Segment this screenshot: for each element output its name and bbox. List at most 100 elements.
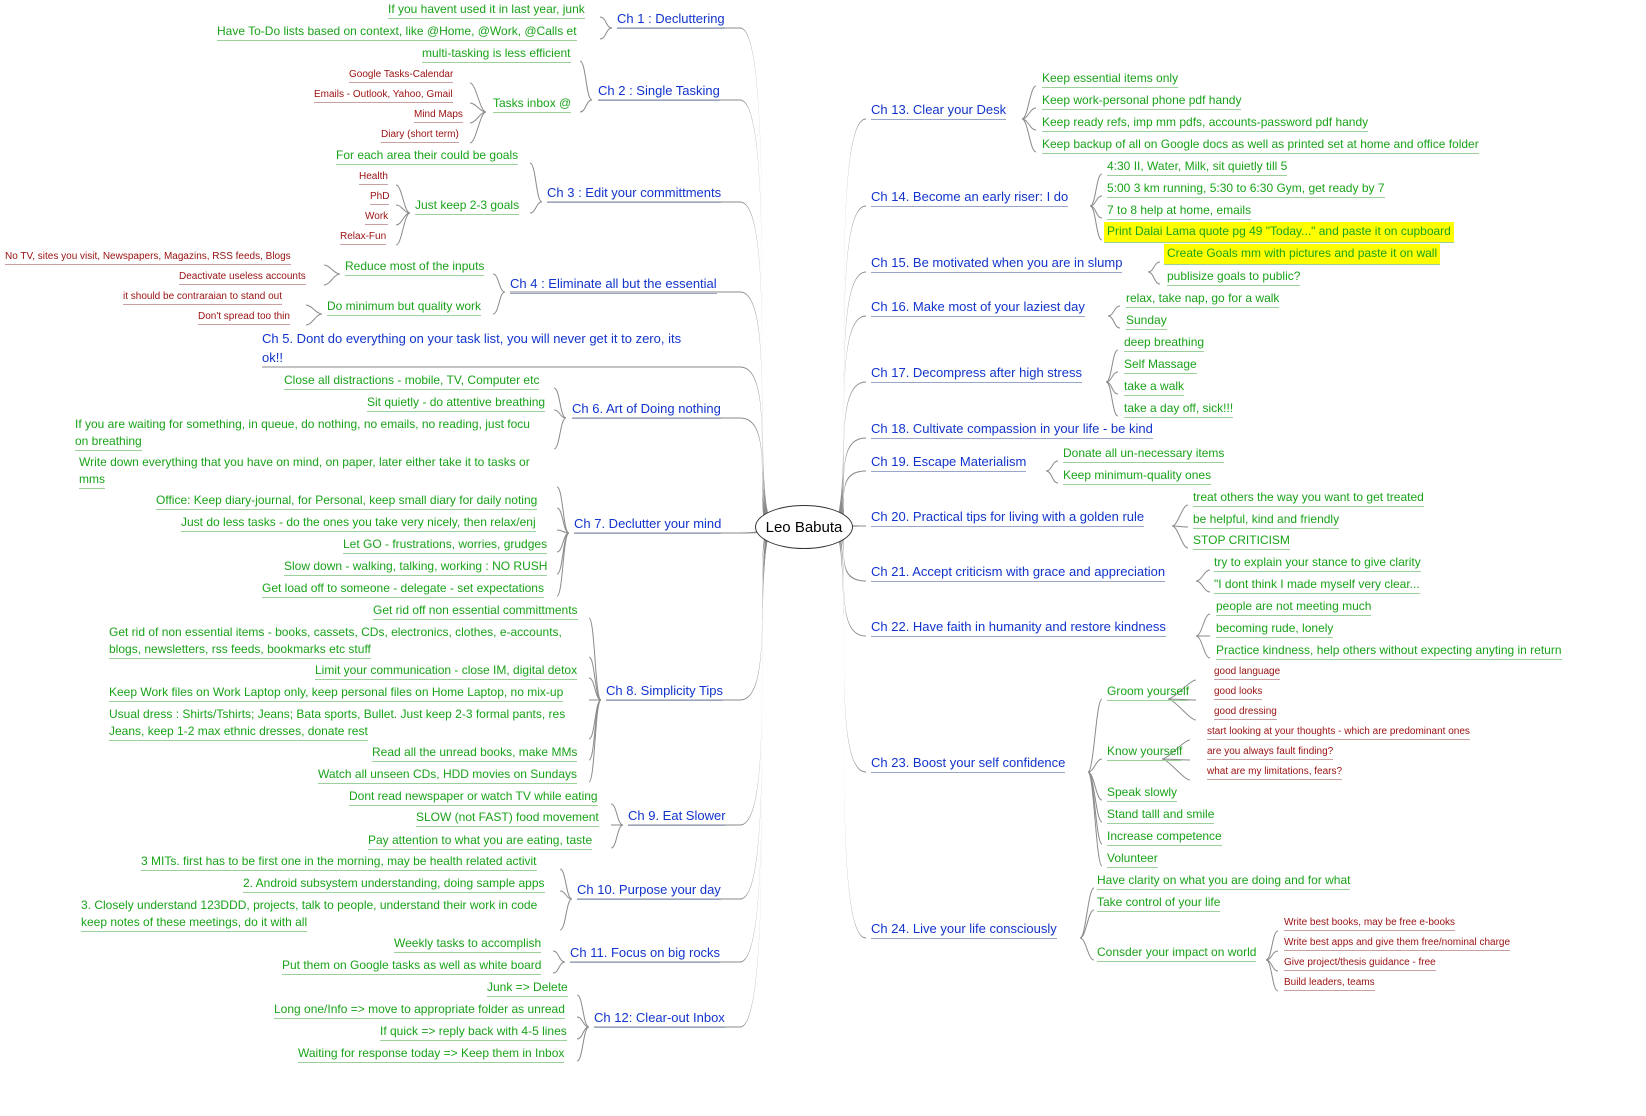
ch14-item-running[interactable]: 5:00 3 km running, 5:30 to 6:30 Gym, get… (1107, 181, 1385, 198)
ch24-leaf-apps[interactable]: Write best apps and give them free/nomin… (1284, 937, 1511, 951)
chapter-9[interactable]: Ch 9. Eat Slower (628, 808, 726, 826)
ch23-item-groom[interactable]: Groom yourself (1107, 684, 1190, 701)
ch6-item-waiting-line1[interactable]: If you are waiting for something, in que… (75, 417, 530, 431)
central-node[interactable]: Leo Babuta (755, 505, 853, 549)
ch2-item-multitasking[interactable]: multi-tasking is less efficient (422, 46, 571, 63)
ch3-leaf-phd[interactable]: PhD (370, 191, 390, 205)
ch7-item-delegate[interactable]: Get load off to someone - delegate - set… (262, 581, 544, 598)
ch13-item-phone-pdf[interactable]: Keep work-personal phone pdf handy (1042, 93, 1242, 110)
ch3-leaf-work[interactable]: Work (365, 211, 389, 225)
ch19-item-donate[interactable]: Donate all un-necessary items (1063, 446, 1225, 463)
ch8-item-dress-line2[interactable]: Jeans, keep 1-2 max ethnic dresses, dona… (109, 724, 368, 741)
ch6-item-distractions[interactable]: Close all distractions - mobile, TV, Com… (284, 373, 540, 390)
ch7-item-write-down-line1[interactable]: Write down everything that you have on m… (79, 455, 530, 469)
ch8-item-unread-books[interactable]: Read all the unread books, make MMs (372, 745, 578, 762)
ch12-item-junk[interactable]: Junk => Delete (487, 980, 568, 997)
ch17-item-breathing[interactable]: deep breathing (1124, 335, 1205, 352)
ch8-item-unseen-cds[interactable]: Watch all unseen CDs, HDD movies on Sund… (318, 767, 577, 784)
ch23-leaf-thoughts[interactable]: start looking at your thoughts - which a… (1207, 726, 1470, 740)
ch8-item-commitments[interactable]: Get rid off non essential committments (373, 603, 578, 620)
ch23-item-competence[interactable]: Increase competence (1107, 829, 1222, 846)
ch24-leaf-books[interactable]: Write best books, may be free e-books (1284, 917, 1456, 931)
ch23-item-stand-tall[interactable]: Stand talll and smile (1107, 807, 1215, 824)
ch10-item-mits[interactable]: 3 MITs. first has to be first one in the… (141, 854, 537, 871)
chapter-1[interactable]: Ch 1 : Decluttering (617, 11, 725, 29)
ch17-item-day-off[interactable]: take a day off, sick!!! (1124, 401, 1234, 418)
chapter-6[interactable]: Ch 6. Art of Doing nothing (572, 401, 721, 419)
ch12-item-quick-reply[interactable]: If quick => reply back with 4-5 lines (380, 1024, 567, 1041)
ch6-item-sit-quietly[interactable]: Sit quietly - do attentive breathing (367, 395, 546, 412)
ch16-item-sunday[interactable]: Sunday (1126, 313, 1167, 330)
ch3-item-goals[interactable]: For each area their could be goals (336, 148, 519, 165)
ch24-item-control[interactable]: Take control of your life (1097, 895, 1221, 912)
ch2-item-tasks-inbox[interactable]: Tasks inbox @ (493, 96, 572, 113)
ch8-item-non-essential-line1[interactable]: Get rid of non essential items - books, … (109, 625, 562, 639)
ch20-item-helpful[interactable]: be helpful, kind and friendly (1193, 512, 1340, 529)
ch11-item-google-tasks[interactable]: Put them on Google tasks as well as whit… (282, 958, 542, 975)
ch21-item-explain[interactable]: try to explain your stance to give clari… (1214, 555, 1421, 572)
ch14-item-help-home[interactable]: 7 to 8 help at home, emails (1107, 203, 1252, 220)
ch2-leaf-emails[interactable]: Emails - Outlook, Yahoo, Gmail (314, 89, 453, 103)
chapter-17[interactable]: Ch 17. Decompress after high stress (871, 365, 1082, 383)
ch23-leaf-looks[interactable]: good looks (1214, 686, 1263, 700)
ch13-item-refs[interactable]: Keep ready refs, imp mm pdfs, accounts-p… (1042, 115, 1369, 132)
ch15-item-goals-mm[interactable]: Create Goals mm with pictures and paste … (1164, 244, 1441, 265)
ch24-leaf-guidance[interactable]: Give project/thesis guidance - free (1284, 957, 1436, 971)
ch11-item-weekly-tasks[interactable]: Weekly tasks to accomplish (394, 936, 542, 953)
ch23-leaf-fault-finding[interactable]: are you always fault finding? (1207, 746, 1334, 760)
ch21-item-not-clear[interactable]: "I dont think I made myself very clear..… (1214, 577, 1420, 594)
ch13-item-essential[interactable]: Keep essential items only (1042, 71, 1179, 88)
ch2-leaf-diary[interactable]: Diary (short term) (381, 129, 459, 143)
ch13-item-backup[interactable]: Keep backup of all on Google docs as wel… (1042, 137, 1479, 154)
ch9-item-slow-food[interactable]: SLOW (not FAST) food movement (416, 810, 599, 827)
ch15-item-publicize[interactable]: publisize goals to public? (1167, 269, 1301, 286)
ch20-item-treat-others[interactable]: treat others the way you want to get tre… (1193, 490, 1424, 507)
ch7-item-write-down-line2[interactable]: mms (79, 472, 105, 489)
chapter-18[interactable]: Ch 18. Cultivate compassion in your life… (871, 421, 1153, 439)
ch17-item-massage[interactable]: Self Massage (1124, 357, 1197, 374)
ch8-item-limit-communication[interactable]: Limit your communication - close IM, dig… (315, 663, 578, 680)
ch2-leaf-google-tasks[interactable]: Google Tasks-Calendar (349, 69, 454, 83)
chapter-16[interactable]: Ch 16. Make most of your laziest day (871, 299, 1085, 317)
ch7-item-let-go[interactable]: Let GO - frustrations, worries, grudges (343, 537, 548, 554)
chapter-11[interactable]: Ch 11. Focus on big rocks (570, 945, 721, 963)
ch8-item-work-files[interactable]: Keep Work files on Work Laptop only, kee… (109, 685, 564, 702)
chapter-12[interactable]: Ch 12: Clear-out Inbox (594, 1010, 725, 1028)
ch14-item-430[interactable]: 4:30 II, Water, Milk, sit quietly till 5 (1107, 159, 1288, 176)
ch6-item-waiting-line2[interactable]: on breathing (75, 434, 142, 451)
chapter-22[interactable]: Ch 22. Have faith in humanity and restor… (871, 619, 1166, 637)
ch24-item-clarity[interactable]: Have clarity on what you are doing and f… (1097, 873, 1351, 890)
chapter-19[interactable]: Ch 19. Escape Materialism (871, 454, 1027, 472)
chapter-3[interactable]: Ch 3 : Edit your committments (547, 185, 722, 203)
ch4-item-minimum-quality[interactable]: Do minimum but quality work (327, 299, 482, 316)
ch23-leaf-language[interactable]: good language (1214, 666, 1281, 680)
ch22-item-not-meeting[interactable]: people are not meeting much (1216, 599, 1372, 616)
ch2-leaf-mind-maps[interactable]: Mind Maps (414, 109, 463, 123)
ch3-leaf-relax[interactable]: Relax-Fun (340, 231, 387, 245)
ch7-item-slow-down[interactable]: Slow down - walking, talking, working : … (284, 559, 548, 576)
ch1-item-todo-context[interactable]: Have To-Do lists based on context, like … (217, 24, 577, 41)
ch23-leaf-dressing[interactable]: good dressing (1214, 706, 1277, 720)
ch24-leaf-leaders[interactable]: Build leaders, teams (1284, 977, 1375, 991)
chapter-15[interactable]: Ch 15. Be motivated when you are in slum… (871, 255, 1123, 273)
ch10-item-android[interactable]: 2. Android subsystem understanding, doin… (243, 876, 545, 893)
ch17-item-walk[interactable]: take a walk (1124, 379, 1185, 396)
ch14-item-dalai-lama[interactable]: Print Dalai Lama quote pg 49 "Today..." … (1104, 222, 1454, 243)
ch8-item-dress-line1[interactable]: Usual dress : Shirts/Tshirts; Jeans; Bat… (109, 707, 566, 721)
chapter-8[interactable]: Ch 8. Simplicity Tips (606, 683, 724, 701)
ch24-item-impact[interactable]: Consder your impact on world (1097, 945, 1257, 962)
ch22-item-kindness[interactable]: Practice kindness, help others without e… (1216, 643, 1562, 660)
chapter-5-line1[interactable]: Ch 5. Dont do everything on your task li… (262, 331, 682, 346)
ch10-item-123ddd-line2[interactable]: keep notes of these meetings, do it with… (81, 915, 308, 932)
ch3-item-keep-goals[interactable]: Just keep 2-3 goals (415, 198, 520, 215)
chapter-2[interactable]: Ch 2 : Single Tasking (598, 83, 720, 101)
ch19-item-minimum[interactable]: Keep minimum-quality ones (1063, 468, 1212, 485)
ch9-item-attention[interactable]: Pay attention to what you are eating, ta… (368, 833, 593, 850)
chapter-13[interactable]: Ch 13. Clear your Desk (871, 102, 1007, 120)
ch8-item-non-essential-line2[interactable]: blogs, newsletters, rss feeds, bookmarks… (109, 642, 371, 659)
chapter-10[interactable]: Ch 10. Purpose your day (577, 882, 721, 900)
ch4-item-reduce-inputs[interactable]: Reduce most of the inputs (345, 259, 485, 276)
ch23-item-know[interactable]: Know yourself (1107, 744, 1183, 761)
chapter-4[interactable]: Ch 4 : Eliminate all but the essential (510, 276, 717, 294)
ch20-item-stop-criticism[interactable]: STOP CRITICISM (1193, 533, 1290, 550)
